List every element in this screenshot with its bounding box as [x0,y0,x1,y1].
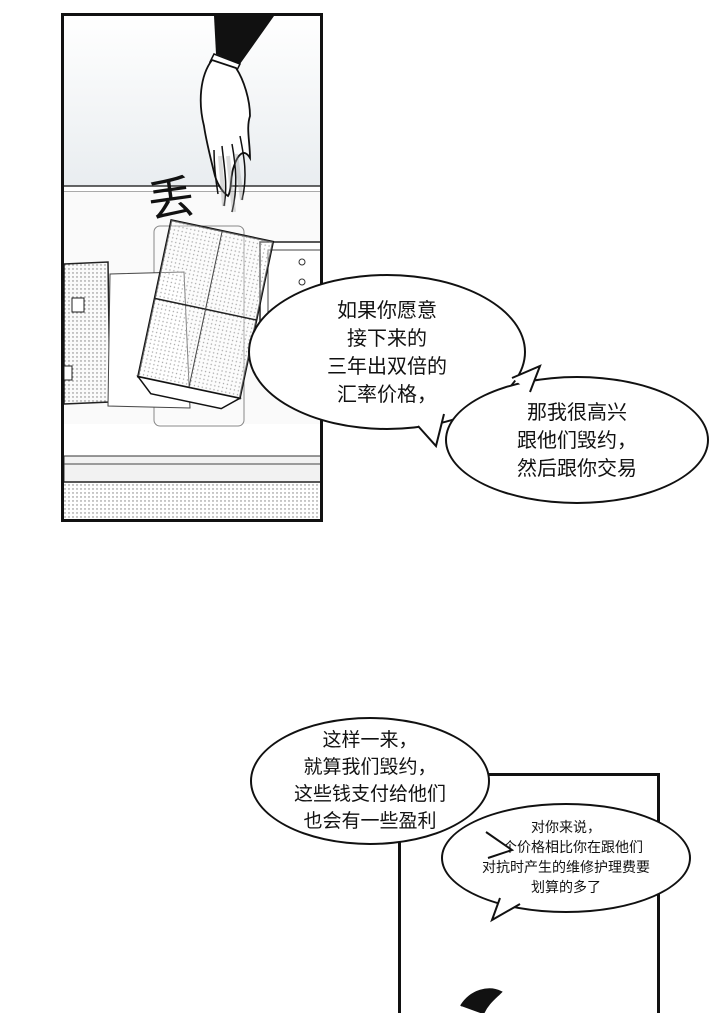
speech-bubble-cost: 对你来说， 这个价格相比你在跟他们 对抗时产生的维修护理费要 划算的多了 [441,803,691,913]
speech-bubble-agree: 那我很高兴 跟他们毁约， 然后跟你交易 [445,376,709,504]
speech-text: 对你来说， 这个价格相比你在跟他们 对抗时产生的维修护理费要 划算的多了 [482,820,650,896]
desk-scene-illustration [64,16,320,519]
speech-bubble-even: 这样一来， 就算我们毁约， 这些钱支付给他们 也会有一些盈利 [250,717,490,845]
speech-text: 如果你愿意 接下来的 三年出双倍的 汇率价格， [327,298,447,406]
speech-text: 那我很高兴 跟他们毁约， 然后跟你交易 [517,400,637,480]
speech-text: 这样一来， 就算我们毁约， 这些钱支付给他们 也会有一些盈利 [293,729,446,832]
comic-panel-top: 丢 [61,13,323,522]
sound-effect-text: 丢 [144,169,198,229]
speech-bubble-offer: 如果你愿意 接下来的 三年出双倍的 汇率价格， [248,274,526,430]
